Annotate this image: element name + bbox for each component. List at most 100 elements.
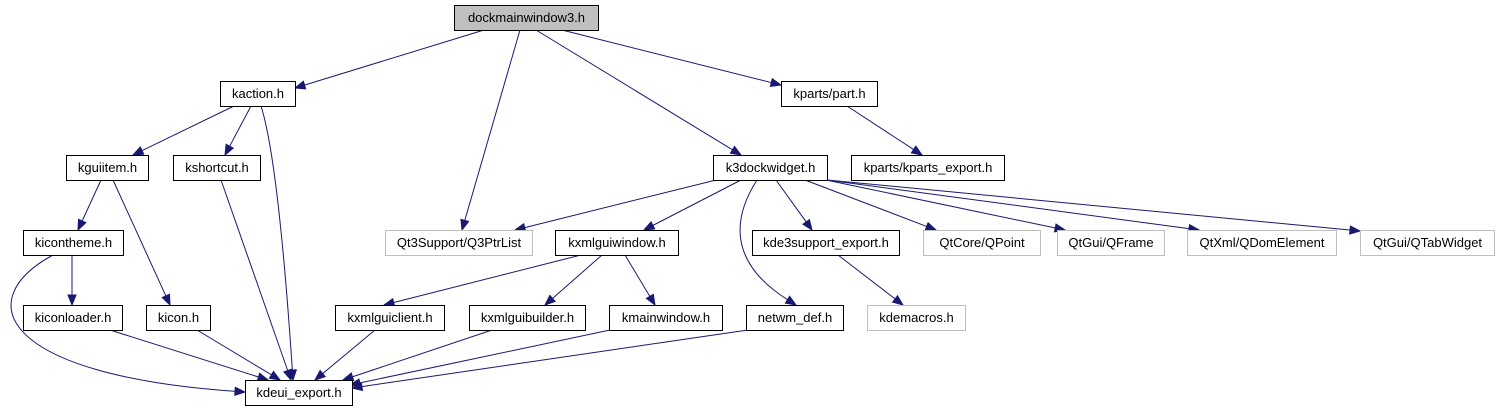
arrowhead-icon [350,381,364,392]
node-qtabwidget: QtGui/QTabWidget [1360,230,1495,256]
arrowhead-icon [234,386,247,397]
edge-line [321,329,376,375]
arrowhead-icon [293,80,307,90]
node-box [923,230,1041,256]
node-label: QtXml/QDomElement [1200,235,1325,250]
edge-line [825,179,1057,229]
edge-line [351,329,493,378]
node-kxmlguiwindow[interactable]: kxmlguiwindow.h [555,230,679,256]
arrowhead-icon [283,368,293,382]
node-box [1057,230,1165,256]
node-label: kshortcut.h [185,160,249,175]
edge-kicontheme-to-kiconloader [67,255,77,307]
node-kicon[interactable]: kicon.h [146,305,211,331]
arrowhead-icon [784,295,798,306]
node-label: kdemacros.h [879,310,953,325]
arrowhead-icon [543,294,557,306]
edge-line [523,179,717,229]
node-box [851,155,1005,181]
node-kiconloader[interactable]: kiconloader.h [23,305,123,331]
node-kxmlguiclient[interactable]: kxmlguiclient.h [335,305,445,331]
edge-line [535,29,734,151]
edge-line [837,254,897,300]
node-kguiitem[interactable]: kguiitem.h [66,155,149,181]
edge-line [360,329,749,388]
node-kparts-export[interactable]: kparts/kparts_export.h [851,155,1005,181]
node-box [454,5,599,31]
node-box [335,305,445,331]
arrowhead-icon [77,218,87,232]
node-label: QtGui/QTabWidget [1373,235,1482,250]
arrowhead-icon [460,218,470,232]
node-kxmlguibuilder[interactable]: kxmlguibuilder.h [469,305,586,331]
edge-k3dockwidget-to-qpoint [804,179,938,231]
node-kaction[interactable]: kaction.h [220,81,296,107]
edge-line [775,179,808,223]
node-label: kaction.h [232,86,284,101]
edge-line [846,105,915,151]
node-label: Qt3Support/Q3PtrList [397,235,522,250]
arrowhead-icon [313,369,327,381]
node-box [752,230,900,256]
node-box [173,155,261,181]
node-label: kmainwindow.h [622,310,710,325]
edge-line [624,254,651,298]
node-netwm-def[interactable]: netwm_def.h [746,305,844,331]
node-box [555,230,679,256]
node-box [746,305,844,331]
edge-kshortcut-to-kdeui_export [220,179,293,382]
node-label: kiconloader.h [35,310,112,325]
edge-k3dockwidget-to-qtabwidget [826,179,1362,235]
arrowhead-icon [642,220,656,231]
edge-line [826,179,1352,231]
node-q3ptrlist: Qt3Support/Q3PtrList [385,230,533,256]
edge-k3dockwidget-to-kxmlguiwindow [642,179,742,231]
node-kdemacros: kdemacros.h [867,305,966,331]
node-box [385,230,533,256]
node-label: kde3support_export.h [763,235,889,250]
node-box [220,81,296,107]
arrowhead-icon [910,145,924,156]
node-k3dockwidget[interactable]: k3dockwidget.h [713,155,828,181]
edge-kaction-to-kdeui_export [260,105,298,382]
edge-line [651,179,742,227]
node-qdomelement: QtXml/QDomElement [1187,230,1337,256]
edge-line [260,105,293,372]
edge-line [140,105,235,152]
nodes-layer: dockmainwindow3.h kaction.hQt3Support/Q3P… [23,5,1495,406]
node-kde3support-export[interactable]: kde3support_export.h [752,230,900,256]
node-label: kxmlguibuilder.h [481,310,574,325]
arrowhead-icon [802,218,813,232]
edge-line [228,105,252,148]
node-box [23,305,123,331]
edges-layer [10,29,1362,397]
node-dockmainwindow3[interactable]: dockmainwindow3.h [454,5,599,31]
arrowhead-icon [769,77,783,88]
edge-line [392,254,582,304]
edge-kxmlguibuilder-to-kdeui_export [341,329,493,382]
edge-line [81,179,102,223]
edge-line [826,179,1191,230]
edge-dockmainwindow3-to-kparts_part [561,29,783,88]
arrowhead-icon [224,143,235,157]
node-kshortcut[interactable]: kshortcut.h [173,155,261,181]
edge-line [804,179,928,228]
node-box [1187,230,1337,256]
node-label: kicon.h [158,310,199,325]
node-kmainwindow[interactable]: kmainwindow.h [609,305,723,331]
node-label: QtGui/QFrame [1068,235,1153,250]
node-kdeui-export[interactable]: kdeui_export.h [245,380,353,406]
edge-line [196,329,273,376]
node-kparts-part[interactable]: kparts/part.h [781,81,878,107]
arrowhead-icon [256,372,270,382]
node-kicontheme[interactable]: kicontheme.h [23,230,124,256]
edge-k3dockwidget-to-q3ptrlist [513,179,717,233]
arrowhead-icon [131,146,145,156]
edge-dockmainwindow3-to-kaction [293,29,485,90]
arrowhead-icon [268,370,282,381]
edge-k3dockwidget-to-qframe [825,179,1067,233]
node-label: netwm_def.h [758,310,832,325]
edge-kaction-to-kguiitem [131,105,235,156]
edge-line [109,329,260,378]
